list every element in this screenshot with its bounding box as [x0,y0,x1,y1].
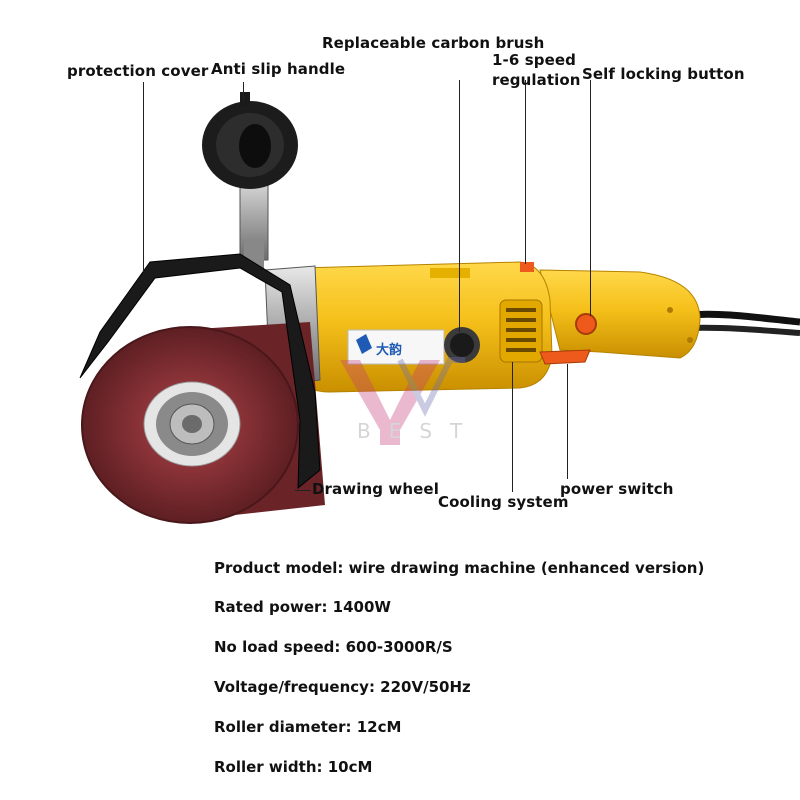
leader-carbon-brush [459,80,460,332]
rear-handle [539,269,701,359]
speed-dial [520,262,534,272]
spec-voltage-frequency: Voltage/frequency: 220V/50Hz [214,678,471,696]
leader-power-switch [567,364,568,479]
cooling-vents [499,299,543,363]
callout-anti-slip-handle: Anti slip handle [211,60,346,78]
leader-protection-cover [143,82,144,272]
spec-roller-width: Roller width: 10cM [214,758,373,776]
drawing-wheel [81,322,325,524]
leader-cooling-system [512,362,513,492]
anti-slip-handle [202,92,298,270]
power-switch-trigger [539,349,591,365]
leader-self-locking [590,80,591,316]
power-cord [689,310,800,336]
callout-replaceable-carbon-brush: Replaceable carbon brush [322,34,545,52]
carbon-brush-cap [444,327,480,363]
brand-badge: 大韵 [376,342,402,358]
spec-product-model: Product model: wire drawing machine (enh… [214,559,705,577]
callout-speed-regulation-line2: regulation [492,71,581,89]
leader-drawing-wheel [295,490,311,491]
spec-no-load-speed: No load speed: 600-3000R/S [214,638,453,656]
watermark: BEST [340,357,480,445]
callout-self-locking-button: Self locking button [582,65,745,83]
leader-speed-regulation [525,80,526,264]
callout-protection-cover: protection cover [67,62,209,80]
callout-drawing-wheel: Drawing wheel [312,480,439,498]
self-locking-button [575,313,597,335]
brand-label: 大韵 [347,329,445,365]
callout-speed-regulation-line1: 1-6 speed [492,51,576,69]
spec-rated-power: Rated power: 1400W [214,598,391,616]
callout-cooling-system: Cooling system [438,493,569,511]
callout-power-switch: power switch [560,480,674,498]
watermark-text: BEST [357,419,480,443]
protection-cover [79,253,321,490]
leader-anti-slip-handle [243,82,244,102]
spec-roller-diameter: Roller diameter: 12cM [214,718,402,736]
